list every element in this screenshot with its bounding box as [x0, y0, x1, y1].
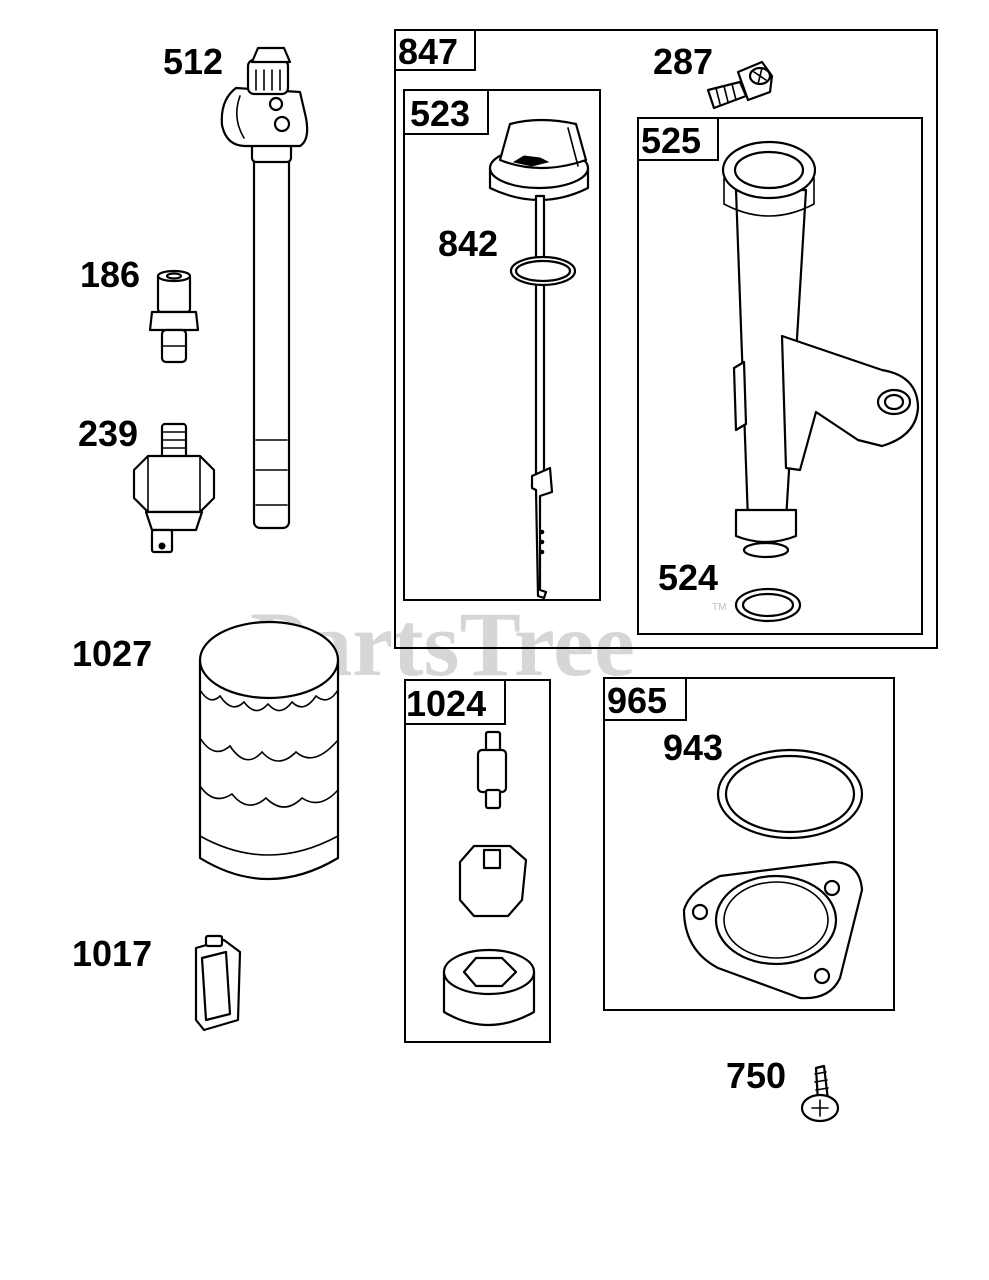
label-1017: 1017 [72, 933, 152, 974]
kit-525-box[interactable] [637, 117, 923, 635]
label-523: 523 [410, 93, 470, 134]
part-239-pressure-switch[interactable] [132, 422, 216, 554]
label-287: 287 [653, 41, 713, 82]
label-1027: 1027 [72, 633, 152, 674]
label-750: 750 [726, 1055, 786, 1096]
label-524: 524 [658, 557, 718, 598]
part-524-o-ring[interactable] [734, 587, 802, 623]
part-943-o-ring[interactable] [716, 748, 864, 840]
label-512: 512 [163, 41, 223, 82]
part-965-cover-plate[interactable] [682, 860, 864, 1000]
kit-847-box[interactable] [394, 29, 938, 649]
part-842-o-ring[interactable] [509, 255, 577, 287]
part-186-fitting[interactable] [148, 269, 200, 364]
watermark-trademark: TM [712, 602, 726, 613]
kit-965-box[interactable] [603, 677, 895, 1011]
part-750-screw[interactable] [800, 1064, 840, 1123]
part-1024-pump-shaft[interactable] [476, 730, 508, 810]
part-1024-outer-rotor[interactable] [442, 948, 536, 1027]
label-186: 186 [80, 254, 140, 295]
part-287-screw[interactable] [706, 60, 774, 110]
part-1024-inner-rotor[interactable] [458, 844, 528, 918]
part-1017-clip[interactable] [194, 934, 242, 1032]
label-842: 842 [438, 223, 498, 264]
kit-1024-box[interactable] [404, 679, 551, 1043]
part-1027-oil-filter[interactable] [198, 620, 340, 880]
part-512-dipstick-tube[interactable] [220, 46, 309, 530]
label-1024: 1024 [406, 683, 486, 724]
label-965: 965 [607, 680, 667, 721]
part-523-dipstick[interactable] [488, 118, 590, 600]
label-847: 847 [398, 31, 458, 72]
part-525-dipstick-tube[interactable] [721, 140, 920, 559]
label-943: 943 [663, 727, 723, 768]
kit-523-box[interactable] [403, 89, 601, 601]
label-525: 525 [641, 120, 701, 161]
label-239: 239 [78, 413, 138, 454]
